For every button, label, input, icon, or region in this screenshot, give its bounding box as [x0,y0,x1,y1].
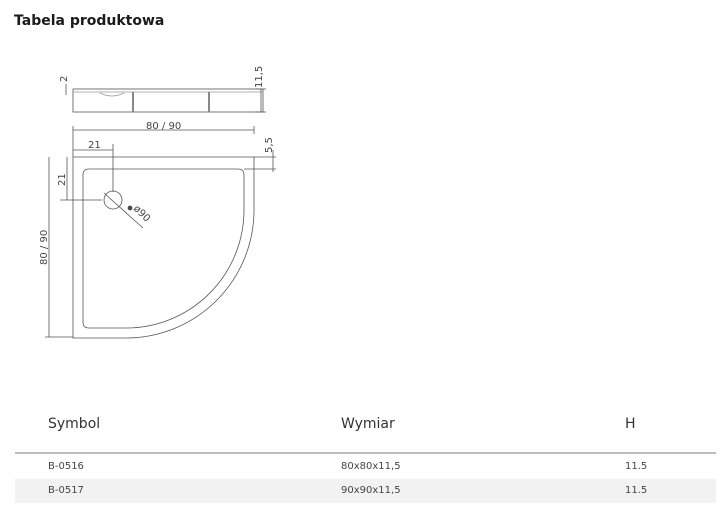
table-row: B-0517 90x90x11,5 11.5 [15,479,716,503]
cell-wymiar: 80x80x11,5 [341,461,401,472]
depth-label: 80 / 90 [39,230,50,265]
header-h: H [625,416,636,432]
header-wymiar: Wymiar [341,416,395,432]
side-height-label: 11,5 [254,66,265,88]
header-divider [15,452,716,454]
header-symbol: Symbol [48,416,101,432]
drain-diameter-label: ø90 [131,203,152,224]
cell-symbol: B-0517 [48,485,84,496]
rim-label: 5,5 [264,137,275,153]
technical-drawing: 2 11,5 80 / 90 21 21 80 / 90 5,5 ø90 [39,66,276,339]
width-label: 80 / 90 [146,121,181,132]
side-view [65,84,266,113]
cell-h: 11.5 [625,485,648,496]
cell-wymiar: 90x90x11,5 [341,485,401,496]
drain-y-label: 21 [57,173,68,186]
tray-outline [72,156,255,339]
page-title: Tabela produktowa [14,13,165,29]
drain-icon [103,190,123,210]
cell-h: 11.5 [625,461,648,472]
rim-height-label: 2 [59,76,70,82]
tray-basin [82,168,245,329]
cell-symbol: B-0516 [48,461,84,472]
drain-x-label: 21 [88,140,101,151]
table-row: B-0516 80x80x11,5 11.5 [15,455,716,479]
